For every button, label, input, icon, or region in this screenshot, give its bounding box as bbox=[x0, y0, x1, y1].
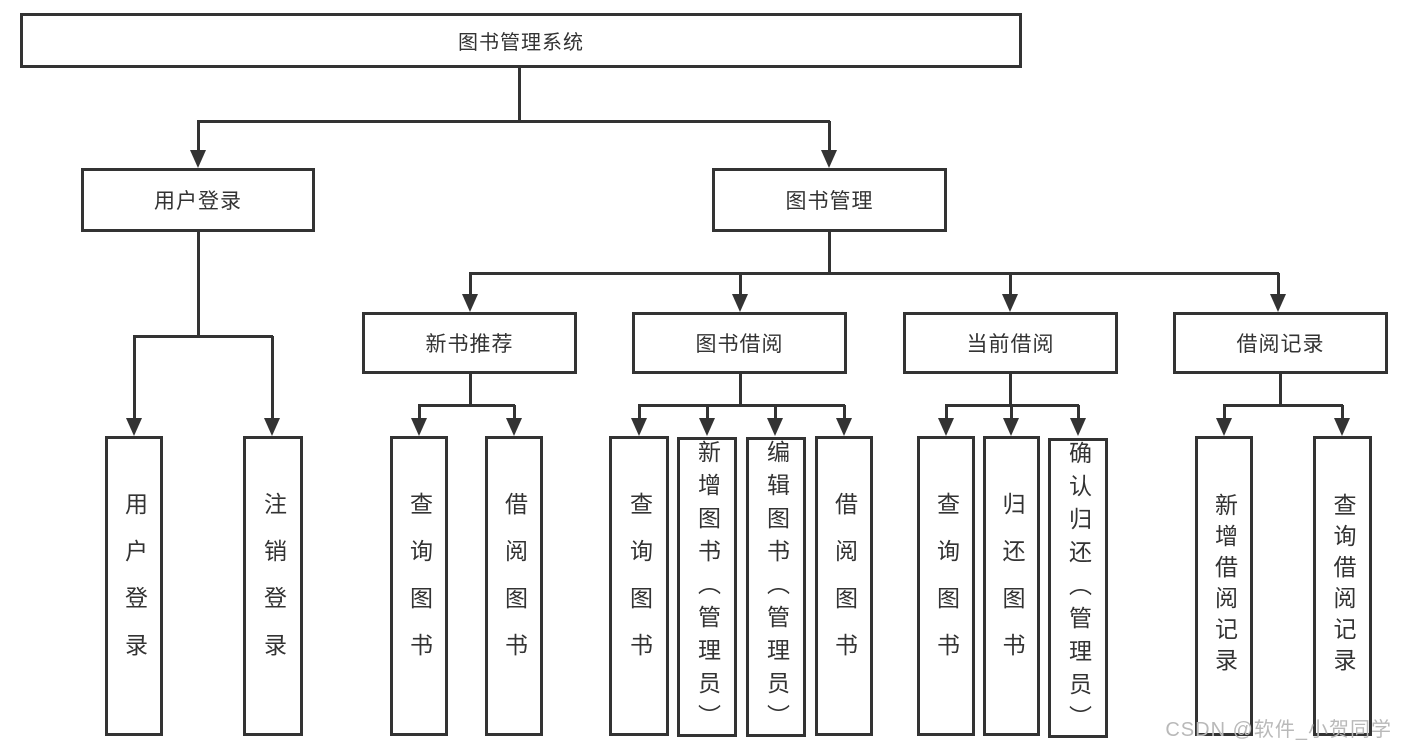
connector-line bbox=[706, 405, 709, 422]
node-query-books-recommend: 查询图书 bbox=[390, 436, 448, 736]
connector-line bbox=[1277, 273, 1280, 298]
node-query-borrow-record: 查询借阅记录 bbox=[1313, 436, 1372, 736]
node-new-book-recommendation: 新书推荐 bbox=[362, 312, 577, 374]
node-borrowing-records: 借阅记录 bbox=[1173, 312, 1388, 374]
connector-line bbox=[271, 336, 274, 422]
node-book-management-module: 图书管理 bbox=[712, 168, 947, 232]
connector-line bbox=[197, 120, 830, 123]
node-return-books: 归还图书 bbox=[983, 436, 1040, 736]
node-add-borrow-record: 新增借阅记录 bbox=[1195, 436, 1253, 736]
connector-line bbox=[945, 404, 1079, 407]
connector-line bbox=[197, 232, 200, 336]
connector-line bbox=[469, 374, 472, 405]
connector-line bbox=[133, 335, 273, 338]
connector-line bbox=[513, 405, 516, 422]
arrowhead-down-icon bbox=[1070, 418, 1086, 436]
connector-line bbox=[469, 272, 1279, 275]
node-book-management-system: 图书管理系统 bbox=[20, 13, 1022, 68]
connector-line bbox=[418, 404, 515, 407]
connector-line bbox=[1077, 405, 1080, 422]
connector-line bbox=[1279, 374, 1282, 405]
arrowhead-down-icon bbox=[411, 418, 427, 436]
connector-line bbox=[638, 404, 845, 407]
node-borrow-books-recommend: 借阅图书 bbox=[485, 436, 543, 736]
arrowhead-down-icon bbox=[462, 294, 478, 312]
connector-line bbox=[469, 273, 472, 298]
arrowhead-down-icon bbox=[732, 294, 748, 312]
arrowhead-down-icon bbox=[1216, 418, 1232, 436]
arrowhead-down-icon bbox=[1270, 294, 1286, 312]
arrowhead-down-icon bbox=[1002, 294, 1018, 312]
arrowhead-down-icon bbox=[264, 418, 280, 436]
connector-line bbox=[418, 405, 421, 422]
connector-line bbox=[638, 405, 641, 422]
connector-line bbox=[843, 405, 846, 422]
connector-line bbox=[133, 336, 136, 422]
arrowhead-down-icon bbox=[506, 418, 522, 436]
node-current-borrowing: 当前借阅 bbox=[903, 312, 1118, 374]
node-book-borrowing: 图书借阅 bbox=[632, 312, 847, 374]
connector-line bbox=[1223, 405, 1226, 422]
connector-line bbox=[828, 121, 831, 154]
arrowhead-down-icon bbox=[190, 150, 206, 168]
arrowhead-down-icon bbox=[126, 418, 142, 436]
connector-line bbox=[739, 273, 742, 298]
connector-line bbox=[1009, 273, 1012, 298]
node-login: 用户登录 bbox=[105, 436, 163, 736]
arrowhead-down-icon bbox=[699, 418, 715, 436]
node-add-books-admin: 新增图书（管理员） bbox=[677, 437, 737, 737]
node-logout: 注销登录 bbox=[243, 436, 303, 736]
arrowhead-down-icon bbox=[631, 418, 647, 436]
connector-line bbox=[1223, 404, 1343, 407]
node-borrow-books-borrowing: 借阅图书 bbox=[815, 436, 873, 736]
arrowhead-down-icon bbox=[1003, 418, 1019, 436]
connector-line bbox=[197, 121, 200, 154]
node-edit-books-admin: 编辑图书（管理员） bbox=[746, 437, 806, 737]
node-user-login-module: 用户登录 bbox=[81, 168, 315, 232]
connector-line bbox=[774, 405, 777, 422]
node-query-books-current: 查询图书 bbox=[917, 436, 975, 736]
node-confirm-return-admin: 确认归还（管理员） bbox=[1048, 438, 1108, 738]
connector-line bbox=[1341, 405, 1344, 422]
arrowhead-down-icon bbox=[821, 150, 837, 168]
arrowhead-down-icon bbox=[1334, 418, 1350, 436]
arrowhead-down-icon bbox=[938, 418, 954, 436]
connector-line bbox=[739, 374, 742, 405]
connector-line bbox=[828, 232, 831, 273]
node-query-books-borrowing: 查询图书 bbox=[609, 436, 669, 736]
connector-line bbox=[945, 405, 948, 422]
arrowhead-down-icon bbox=[836, 418, 852, 436]
csdn-watermark: CSDN @软件_小贺同学 bbox=[1165, 719, 1392, 741]
connector-line bbox=[518, 68, 521, 121]
connector-line bbox=[1010, 405, 1013, 422]
arrowhead-down-icon bbox=[767, 418, 783, 436]
connector-line bbox=[1009, 374, 1012, 405]
